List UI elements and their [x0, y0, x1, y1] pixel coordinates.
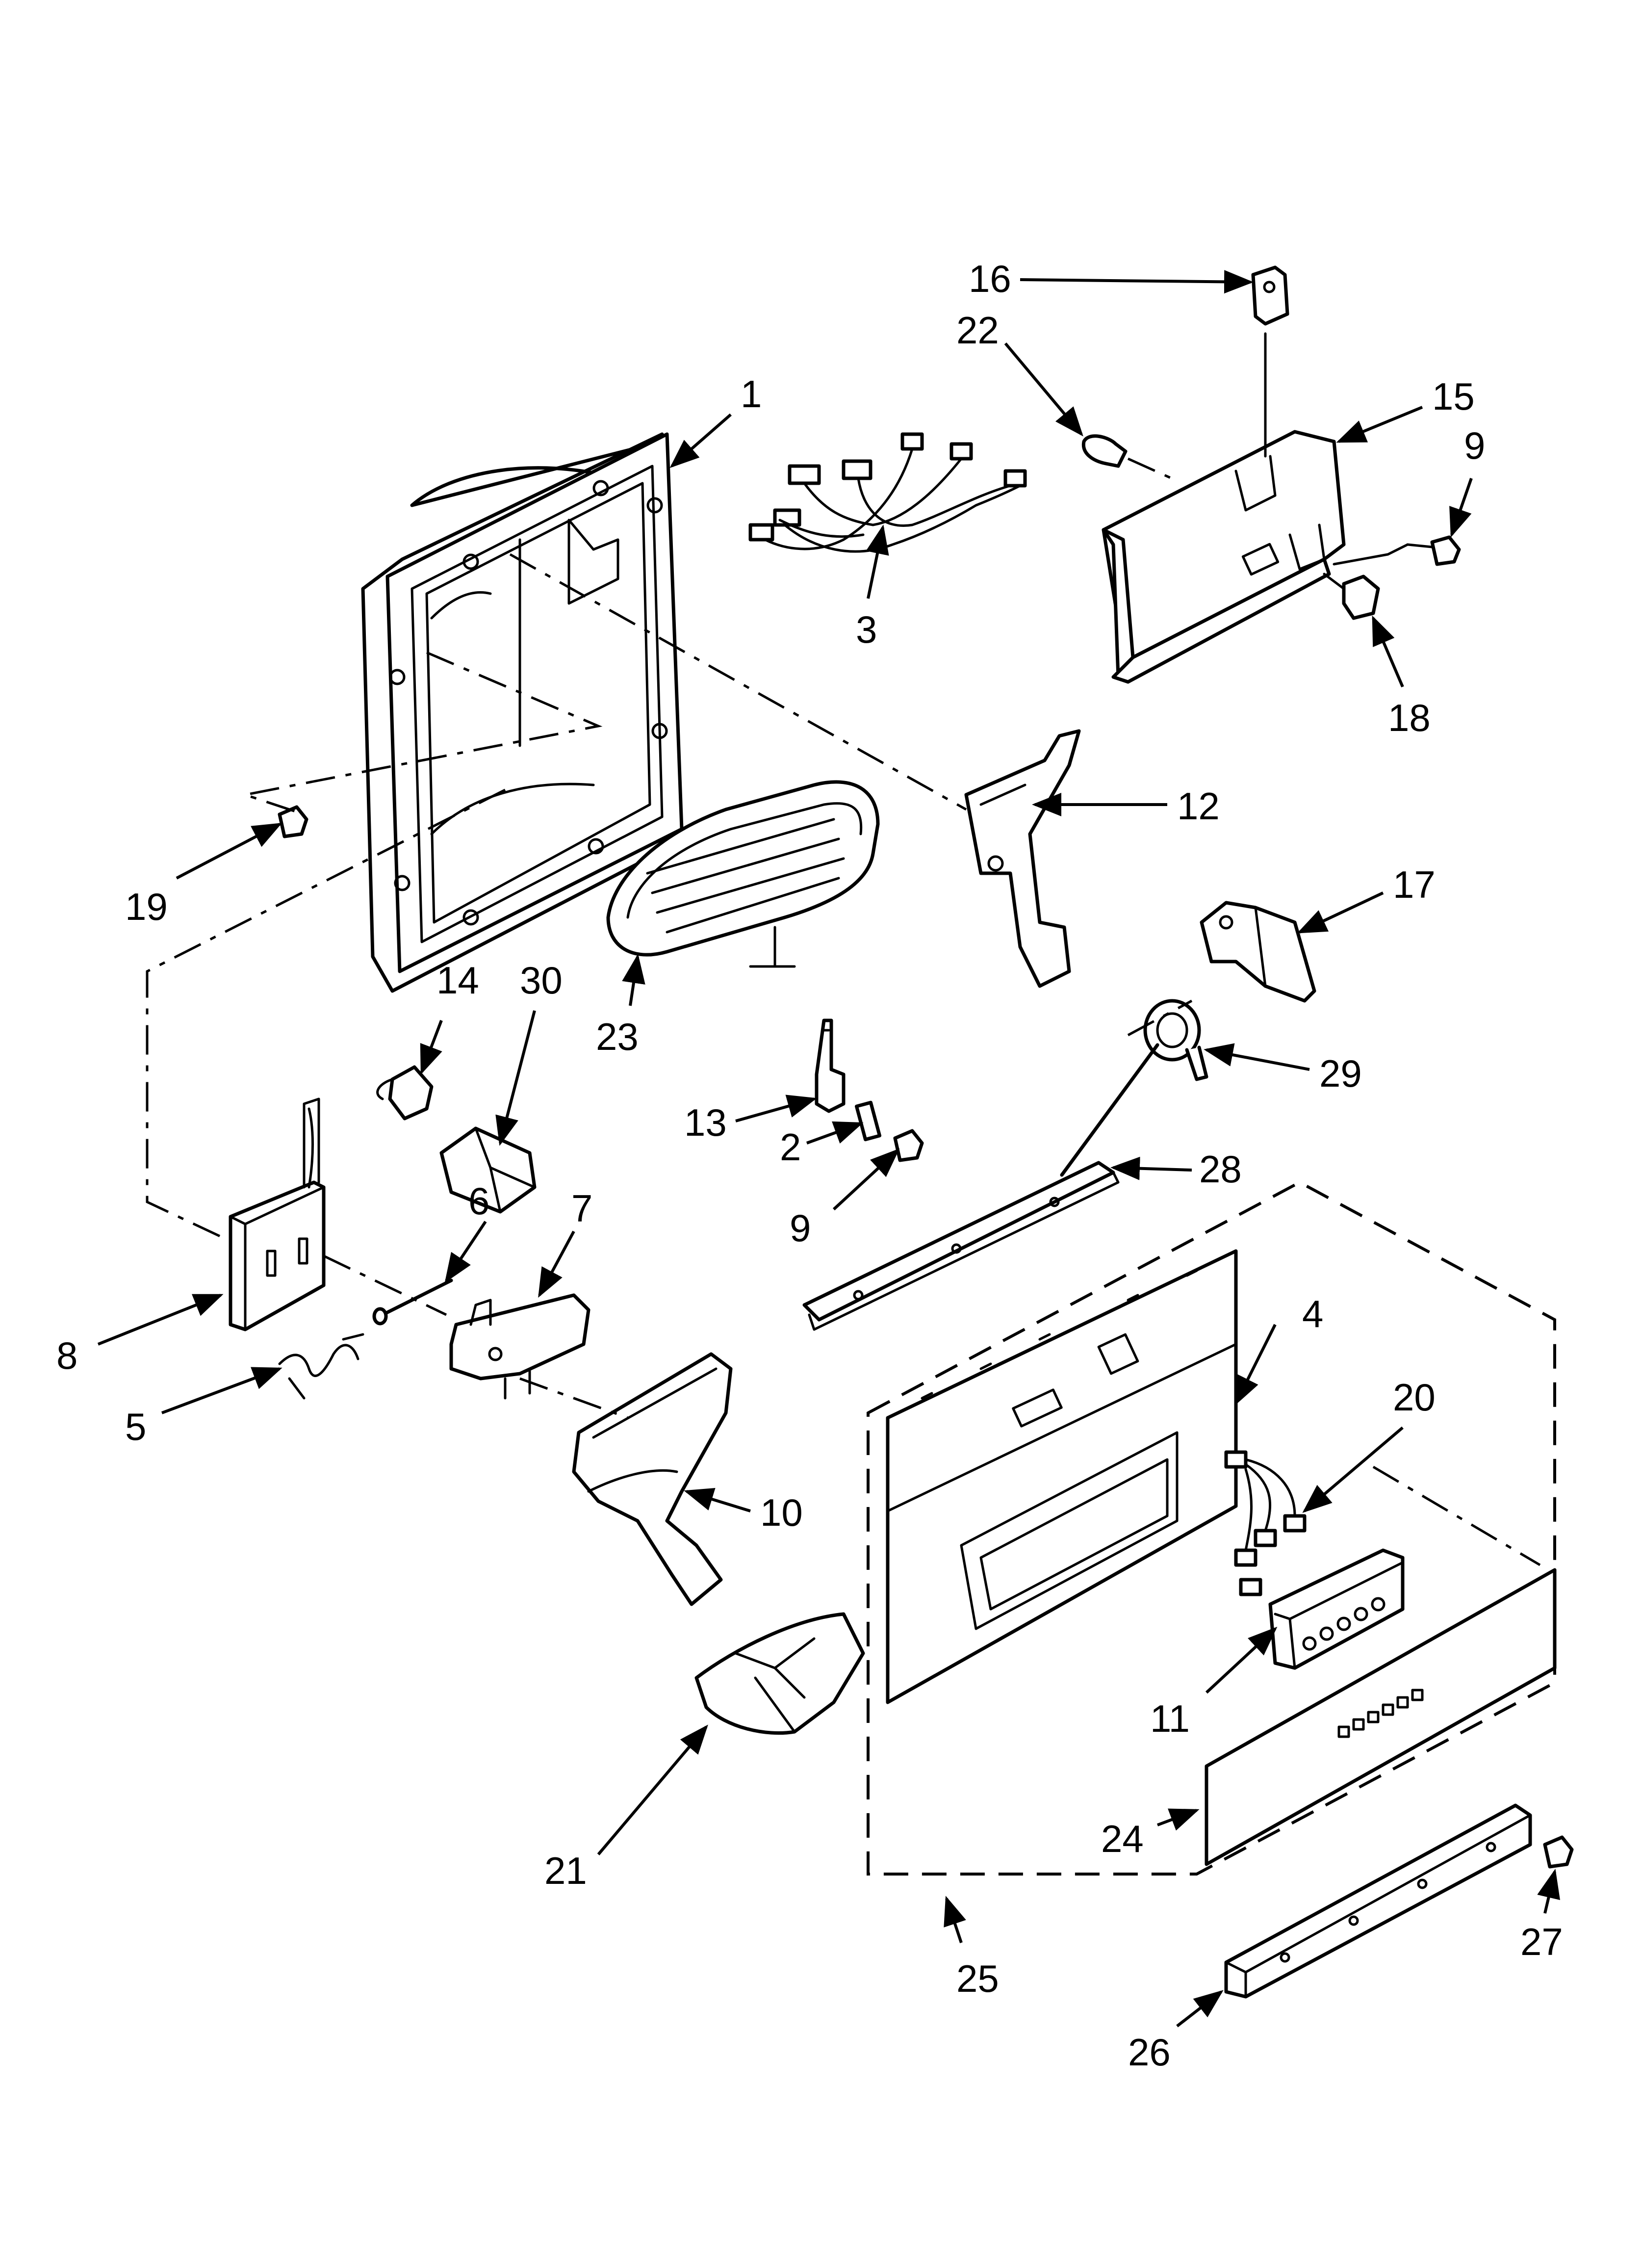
- part-18-socket: [1323, 573, 1380, 620]
- callout-9-lower: 9: [790, 1206, 811, 1250]
- part-10-paddle: [572, 1352, 733, 1606]
- callout-28: 28: [1199, 1147, 1242, 1191]
- part-24-dash-line: [1372, 1465, 1541, 1566]
- part-13-clip: [815, 1018, 846, 1113]
- part-19-screw: [278, 805, 308, 838]
- part-1-housing: [361, 432, 684, 993]
- callout-1: 1: [741, 372, 762, 416]
- callout-21: 21: [544, 1849, 587, 1892]
- part-2-bracket: [854, 1100, 882, 1142]
- callout-26: 26: [1128, 2031, 1171, 2074]
- part-24-overlay: [1205, 1568, 1557, 1866]
- part-29-thermostat: [1060, 999, 1208, 1177]
- callout-15: 15: [1432, 375, 1475, 418]
- part-14-motor: [376, 1065, 434, 1121]
- part-5-spring: [278, 1333, 364, 1400]
- callout-7: 7: [571, 1187, 592, 1230]
- callout-22: 22: [956, 309, 999, 352]
- callout-17: 17: [1393, 863, 1436, 906]
- callout-13: 13: [684, 1101, 727, 1144]
- callout-29: 29: [1319, 1052, 1362, 1095]
- part-30-cover: [439, 1126, 537, 1214]
- part-11-switch-module: [1268, 1548, 1405, 1670]
- callout-9-upper: 9: [1464, 424, 1485, 467]
- part-15-bracket: [1102, 332, 1346, 684]
- part-8-solenoid: [229, 1097, 326, 1331]
- callout-5: 5: [125, 1405, 146, 1448]
- callout-3: 3: [856, 608, 877, 651]
- part-25-outline: [867, 1180, 1556, 1876]
- part-26-trim-strip: [1224, 1803, 1532, 1999]
- callout-4: 4: [1302, 1292, 1323, 1335]
- callout-16: 16: [969, 257, 1011, 300]
- callout-12: 12: [1177, 784, 1220, 828]
- part-17-bracket: [1200, 901, 1316, 1003]
- callout-18: 18: [1388, 696, 1431, 739]
- callout-20: 20: [1393, 1376, 1436, 1419]
- part-12-lever: [964, 729, 1081, 988]
- callout-6: 6: [468, 1179, 489, 1223]
- leader-arrows: [97, 270, 1560, 2028]
- callout-11: 11: [1150, 1697, 1190, 1740]
- callout-23: 23: [596, 1015, 639, 1058]
- callout-8: 8: [56, 1334, 77, 1377]
- callout-27: 27: [1520, 1920, 1563, 1963]
- part-27-screw: [1543, 1835, 1574, 1869]
- part-20-harness: [1224, 1450, 1307, 1596]
- callout-10: 10: [760, 1491, 803, 1534]
- part-16-switch: [1251, 265, 1289, 326]
- part-7-bracket: [449, 1293, 590, 1400]
- callout-14: 14: [436, 959, 479, 1002]
- callout-2: 2: [780, 1125, 801, 1169]
- part-22-lamp: [1081, 434, 1178, 482]
- callout-30: 30: [520, 959, 563, 1002]
- callout-24: 24: [1101, 1817, 1144, 1860]
- callout-19: 19: [125, 885, 168, 928]
- relation-lines: [146, 553, 1193, 1419]
- part-3-wire-harness: [748, 432, 1027, 553]
- part-6-pin: [372, 1278, 453, 1326]
- part-9-screw-lower: [893, 1129, 924, 1162]
- part-21-chute: [694, 1612, 865, 1735]
- part-9-screw-upper: [1333, 535, 1461, 566]
- callout-labels: 1 3 16 22 15 9 18 12 17 29 28 13 2 9 14 …: [56, 257, 1563, 2074]
- part-4-panel: [886, 1249, 1238, 1704]
- part-23-grille: [606, 780, 880, 968]
- callout-25: 25: [956, 1957, 999, 2000]
